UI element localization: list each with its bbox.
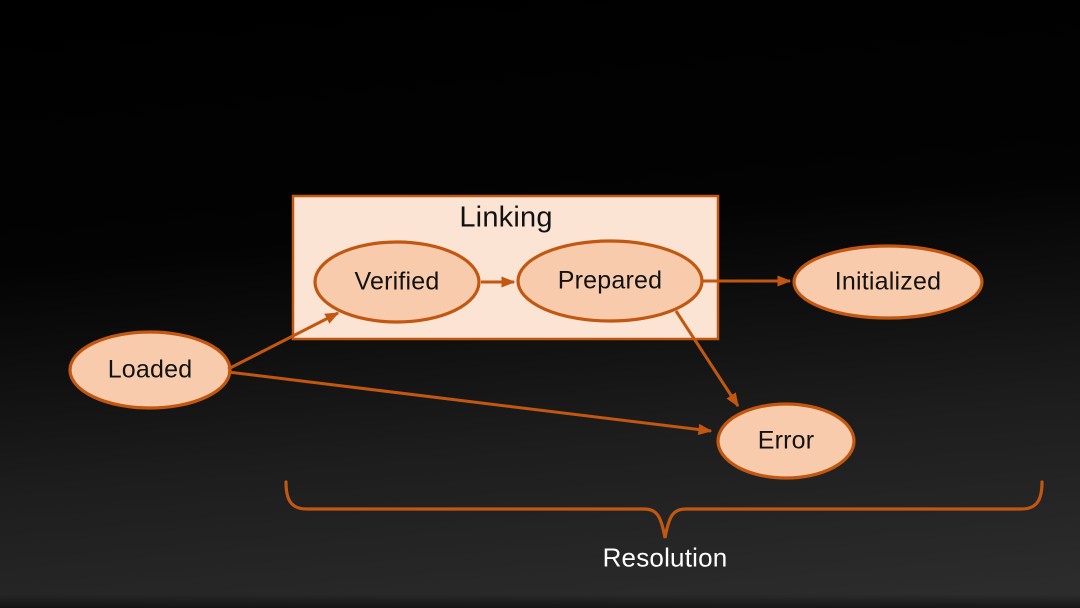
node-prepared: [516, 239, 704, 323]
resolution-brace: [284, 480, 1044, 539]
resolution-caption: Resolution: [602, 542, 728, 573]
node-error: [716, 402, 856, 480]
linking-group-title: Linking: [459, 201, 553, 234]
node-loaded: [68, 330, 232, 410]
node-initialized: [792, 244, 984, 320]
node-prepared-label: Prepared: [557, 266, 663, 295]
edge-loaded-verified: [227, 311, 340, 371]
edge-prepared-error: [674, 310, 740, 408]
node-verified: [313, 240, 481, 324]
node-error-label: Error: [757, 426, 815, 455]
node-initialized-label: Initialized: [834, 267, 942, 296]
node-loaded-label: Loaded: [107, 355, 193, 384]
node-verified-label: Verified: [354, 267, 440, 296]
edge-loaded-error: [227, 370, 713, 436]
